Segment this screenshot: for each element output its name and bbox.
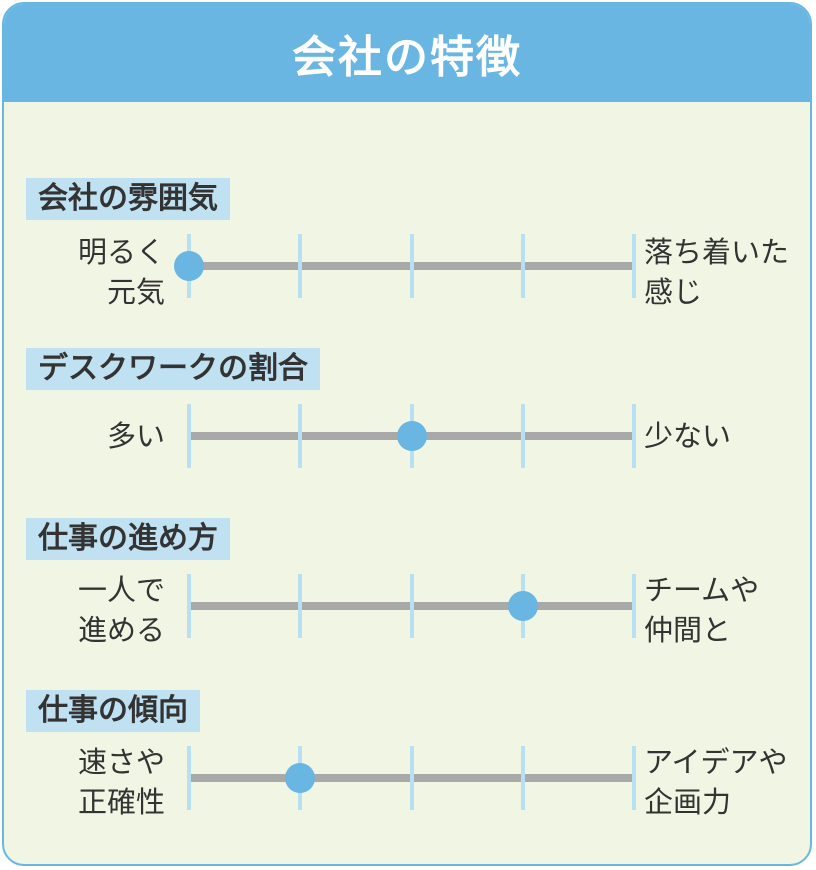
- left-pole-label: 多い: [106, 419, 165, 453]
- scale-row-atmosphere: 会社の雰囲気 明るく 元気 落ち着いた 感じ: [4, 178, 810, 328]
- scale-row-desk-work: デスクワークの割合 多い 少ない: [4, 348, 810, 498]
- row-label: 仕事の傾向: [26, 690, 200, 732]
- right-pole-label: アイデアや 企画力: [644, 745, 788, 819]
- scale-marker: [174, 251, 204, 281]
- page-title: 会社の特徴: [292, 32, 522, 83]
- scale-tick: [409, 234, 414, 298]
- scale-tick: [298, 234, 303, 298]
- scale-row-work-style: 仕事の進め方 一人で 進める チームや 仲間と: [4, 518, 810, 668]
- scale-tick: [298, 574, 303, 638]
- right-pole-label: 少ない: [644, 419, 732, 453]
- scale-tick: [409, 746, 414, 810]
- scale-tick: [520, 234, 525, 298]
- scale-tick: [520, 746, 525, 810]
- row-label: 会社の雰囲気: [26, 178, 230, 220]
- right-pole-label: 落ち着いた 感じ: [644, 235, 790, 309]
- scale-tick: [632, 404, 636, 468]
- left-pole-label: 一人で 進める: [77, 573, 165, 647]
- header-bar: 会社の特徴: [4, 4, 810, 102]
- left-pole-label: 明るく 元気: [77, 235, 165, 309]
- row-label: デスクワークの割合: [26, 348, 320, 390]
- scale-marker: [396, 421, 427, 451]
- scale-tick: [520, 404, 525, 468]
- scale-tick: [298, 404, 303, 468]
- left-pole-label: 速さや 正確性: [77, 745, 165, 819]
- scale-tick: [632, 234, 636, 298]
- scale-marker: [285, 763, 316, 793]
- scale-tick: [409, 574, 414, 638]
- scale-marker: [507, 591, 538, 621]
- right-pole-label: チームや 仲間と: [644, 573, 760, 647]
- row-label: 仕事の進め方: [26, 518, 230, 560]
- scale-tick: [632, 746, 636, 810]
- scale-tick: [187, 574, 191, 638]
- scale-row-work-tendency: 仕事の傾向 速さや 正確性 アイデアや 企画力: [4, 690, 810, 840]
- scale-tick: [632, 574, 636, 638]
- scale-tick: [187, 404, 191, 468]
- scale-tick: [187, 746, 191, 810]
